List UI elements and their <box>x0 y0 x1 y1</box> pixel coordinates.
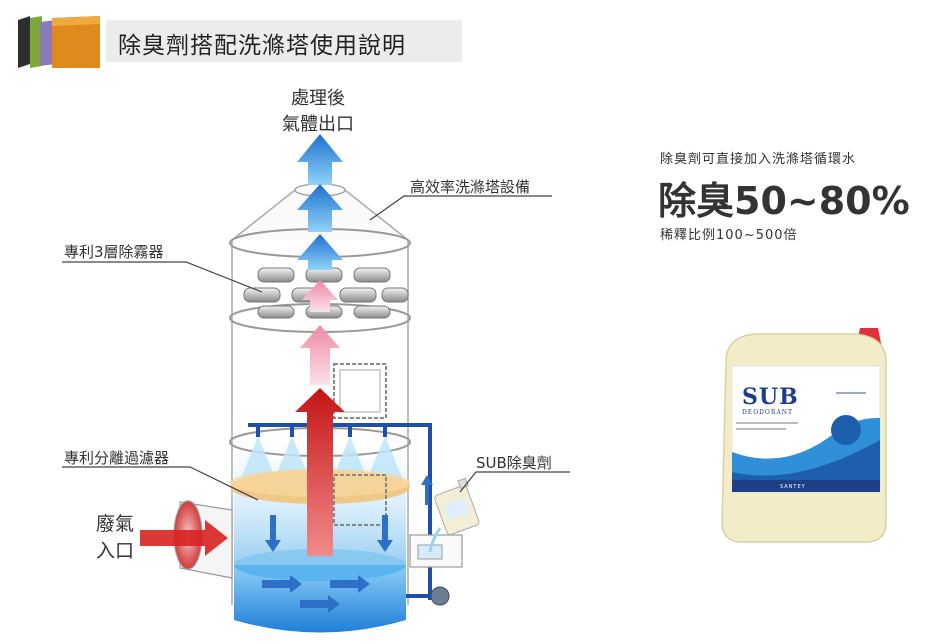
inlet-arrow <box>140 520 228 556</box>
deodorant-bottle-icon <box>434 477 480 536</box>
dosing-arrows <box>421 475 433 505</box>
filter-leader-line <box>62 466 259 501</box>
water-flow-arrows <box>262 575 370 613</box>
equipment-label: 高效率洗滌塔設備 <box>410 178 531 196</box>
deodorant-label: SUB除臭劑 <box>476 454 552 472</box>
product-maker: SANTEY <box>780 484 806 490</box>
company-logo-icon <box>18 16 100 68</box>
mist-eliminator-label: 專利3層除霧器 <box>64 243 164 261</box>
circulation-pump <box>406 534 463 606</box>
product-subtitle: DEODORANT <box>742 409 793 416</box>
water-down-arrows <box>265 515 393 552</box>
outlet-label-line2: 氣體出口 <box>282 114 354 135</box>
access-window-upper <box>333 363 387 419</box>
dilution-ratio: 稀釋比例100~500倍 <box>660 228 798 243</box>
product-jug-image <box>721 328 887 543</box>
deodorant-leader-line <box>459 471 570 493</box>
access-window-lower <box>333 474 387 526</box>
usage-note: 除臭劑可直接加入洗滌塔循環水 <box>660 152 857 167</box>
clean-air-arrows <box>297 134 343 270</box>
equipment-leader-line <box>369 195 552 221</box>
rising-gas-arrow <box>295 388 345 556</box>
inlet-label-line2: 入口 <box>96 540 135 562</box>
treated-air-arrows <box>300 280 340 385</box>
title-bar: 除臭劑搭配洗滌塔使用說明 <box>106 20 462 62</box>
filter-label: 專利分離過濾器 <box>64 449 170 467</box>
inlet-label-line1: 廢氣 <box>96 513 135 535</box>
inlet-label: 廢氣 入口 <box>96 511 134 565</box>
outlet-label: 處理後 氣體出口 <box>282 86 354 138</box>
product-brand: SUB <box>742 384 799 410</box>
efficiency-headline: 除臭50~80% <box>658 179 910 223</box>
gas-inlet-duct <box>140 500 233 579</box>
outlet-label-line1: 處理後 <box>291 88 345 109</box>
mist-leader-line <box>62 261 263 293</box>
page-title: 除臭劑搭配洗滌塔使用說明 <box>118 33 406 59</box>
